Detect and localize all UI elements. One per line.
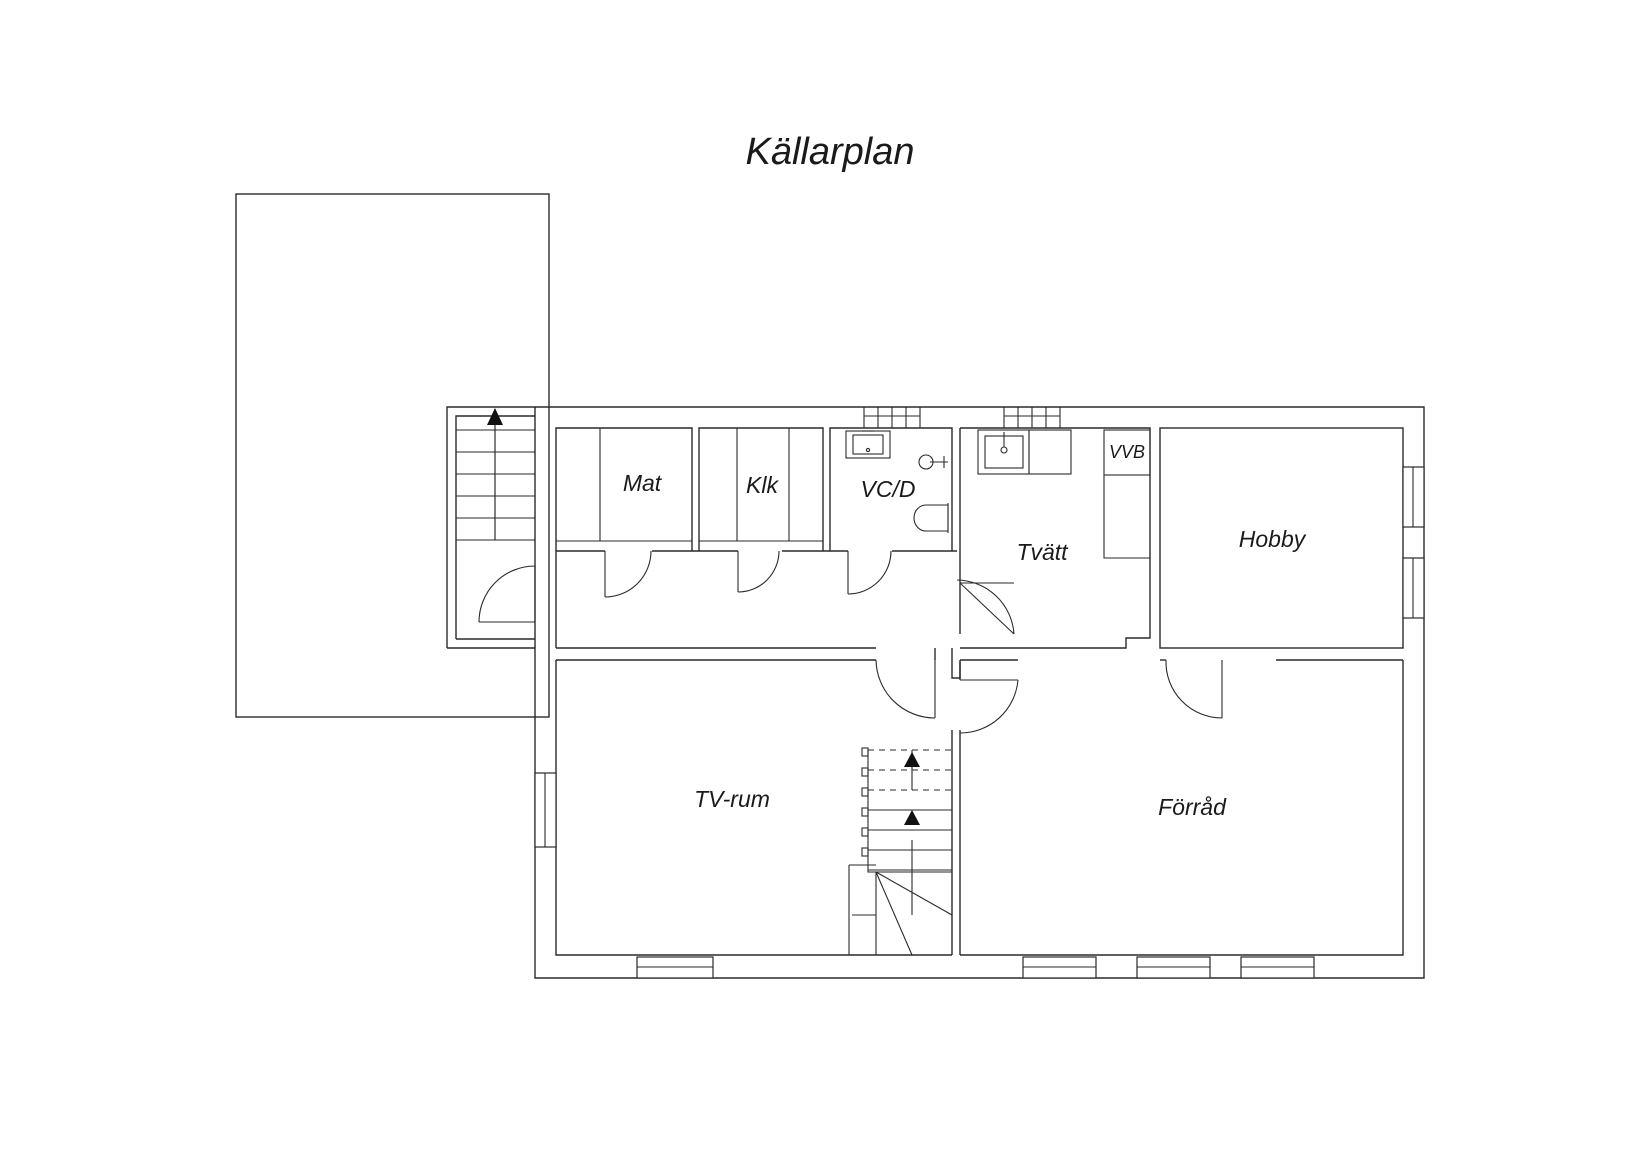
window-forrad-1 xyxy=(1022,956,1097,979)
window-forrad-2 xyxy=(1136,956,1211,979)
door-klk[interactable] xyxy=(737,550,780,593)
window-tvatt xyxy=(1003,407,1061,428)
corridor-walls xyxy=(555,550,957,649)
room-label-klk: Klk xyxy=(746,472,779,498)
room-forrad: Förråd xyxy=(960,660,1404,956)
entrance-door[interactable] xyxy=(478,565,536,623)
room-label-mat: Mat xyxy=(623,470,663,496)
door-mat[interactable] xyxy=(604,550,652,598)
annex-outline xyxy=(235,193,550,718)
window-tvrum-side xyxy=(534,772,557,848)
internal-stair xyxy=(848,747,953,956)
window-hobby-2 xyxy=(1402,557,1425,619)
water-heater-box xyxy=(1103,429,1151,476)
room-label-tvatt: Tvätt xyxy=(1016,539,1069,565)
door-tvatt[interactable] xyxy=(956,579,1015,635)
room-tvrum: TV-rum xyxy=(555,660,952,956)
window-vcd xyxy=(863,407,921,428)
room-label-forrad: Förråd xyxy=(1158,794,1227,820)
entrance-stair xyxy=(456,408,535,541)
door-vcd[interactable] xyxy=(847,550,892,595)
plan-title: Källarplan xyxy=(746,131,915,173)
room-tvatt: VVB Tvätt xyxy=(959,427,1151,649)
room-label-vcd: VC/D xyxy=(861,476,916,502)
room-label-tvrum: TV-rum xyxy=(694,786,770,812)
room-mat: Mat xyxy=(555,427,693,551)
stair-arrow-icon xyxy=(487,408,503,425)
room-label-vvb: VVB xyxy=(1109,442,1145,462)
middle-walls xyxy=(556,648,1403,955)
door-corridor-tv[interactable] xyxy=(875,659,936,719)
stair-arrow-upper-icon xyxy=(904,752,920,767)
stair-arrow-lower-icon xyxy=(904,810,920,825)
room-label-hobby: Hobby xyxy=(1239,526,1307,552)
room-klk: Klk xyxy=(698,427,824,551)
window-hobby-1 xyxy=(1402,466,1425,528)
door-corridor-forrad[interactable] xyxy=(959,679,1019,734)
window-tvrum-bottom xyxy=(636,956,714,979)
room-hobby: Hobby xyxy=(1159,427,1404,649)
toilet-icon xyxy=(913,504,949,532)
window-forrad-3 xyxy=(1240,956,1315,979)
room-vcd: VC/D xyxy=(829,427,953,551)
door-hobby[interactable] xyxy=(1160,659,1223,719)
